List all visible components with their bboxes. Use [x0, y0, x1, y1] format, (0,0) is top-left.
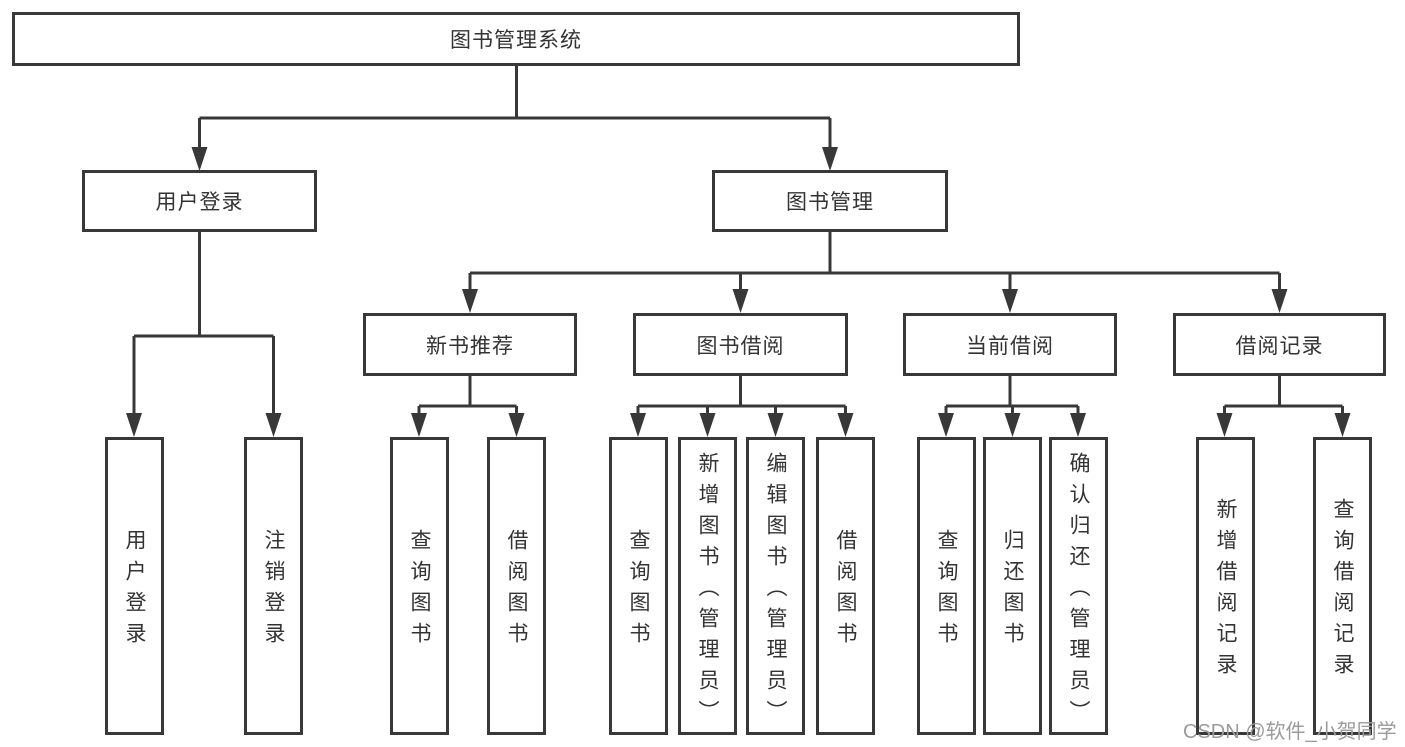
leaf-label: 查询图书 [935, 529, 958, 653]
node-book-management: 图书管理 [712, 170, 948, 232]
node-label: 借阅记录 [1235, 334, 1324, 358]
node-label: 图书管理 [786, 191, 874, 214]
leaf-edit-books-admin: 编辑图书（管理员） [746, 437, 805, 735]
leaf-user-login: 用户登录 [105, 437, 164, 735]
node-label: 图书借阅 [696, 334, 785, 358]
leaf-query-books-current: 查询图书 [917, 437, 976, 735]
leaf-logout: 注销登录 [244, 437, 303, 735]
node-label: 当前借阅 [966, 334, 1054, 358]
node-borrowing-records: 借阅记录 [1173, 313, 1386, 376]
leaf-label: 借阅图书 [834, 529, 857, 653]
leaf-label: 归还图书 [1001, 529, 1024, 653]
leaf-label: 用户登录 [123, 529, 146, 653]
leaf-borrow-books-recommend: 借阅图书 [487, 437, 546, 735]
node-book-borrowing: 图书借阅 [633, 313, 848, 376]
leaf-label: 注销登录 [262, 529, 285, 653]
leaf-label: 查询图书 [627, 529, 650, 653]
leaf-return-books: 归还图书 [983, 437, 1042, 735]
node-library-management-system: 图书管理系统 [12, 12, 1020, 66]
leaf-label: 查询借阅记录 [1331, 498, 1354, 684]
leaf-confirm-return-admin: 确认归还（管理员） [1049, 437, 1108, 735]
leaf-label: 确认归还（管理员） [1067, 451, 1090, 731]
node-user-login: 用户登录 [82, 170, 317, 232]
node-label: 用户登录 [155, 191, 244, 214]
csdn-watermark: CSDN @软件_小贺同学 [1183, 721, 1397, 743]
leaf-borrow-books: 借阅图书 [816, 437, 875, 735]
leaf-label: 借阅图书 [505, 529, 528, 653]
node-label: 图书管理系统 [450, 29, 582, 52]
node-current-borrowing: 当前借阅 [903, 313, 1117, 376]
leaf-query-borrow-record: 查询借阅记录 [1313, 437, 1372, 735]
node-label: 新书推荐 [426, 334, 514, 358]
leaf-add-books-admin: 新增图书（管理员） [678, 437, 737, 735]
leaf-label: 新增借阅记录 [1214, 498, 1237, 684]
node-new-book-recommendation: 新书推荐 [363, 313, 577, 376]
leaf-label: 编辑图书（管理员） [764, 451, 787, 731]
leaf-query-books-recommend: 查询图书 [390, 437, 449, 735]
leaf-label: 新增图书（管理员） [696, 451, 719, 731]
leaf-label: 查询图书 [408, 529, 431, 653]
leaf-add-borrow-record: 新增借阅记录 [1196, 437, 1255, 735]
leaf-query-books-borrow: 查询图书 [609, 437, 668, 735]
